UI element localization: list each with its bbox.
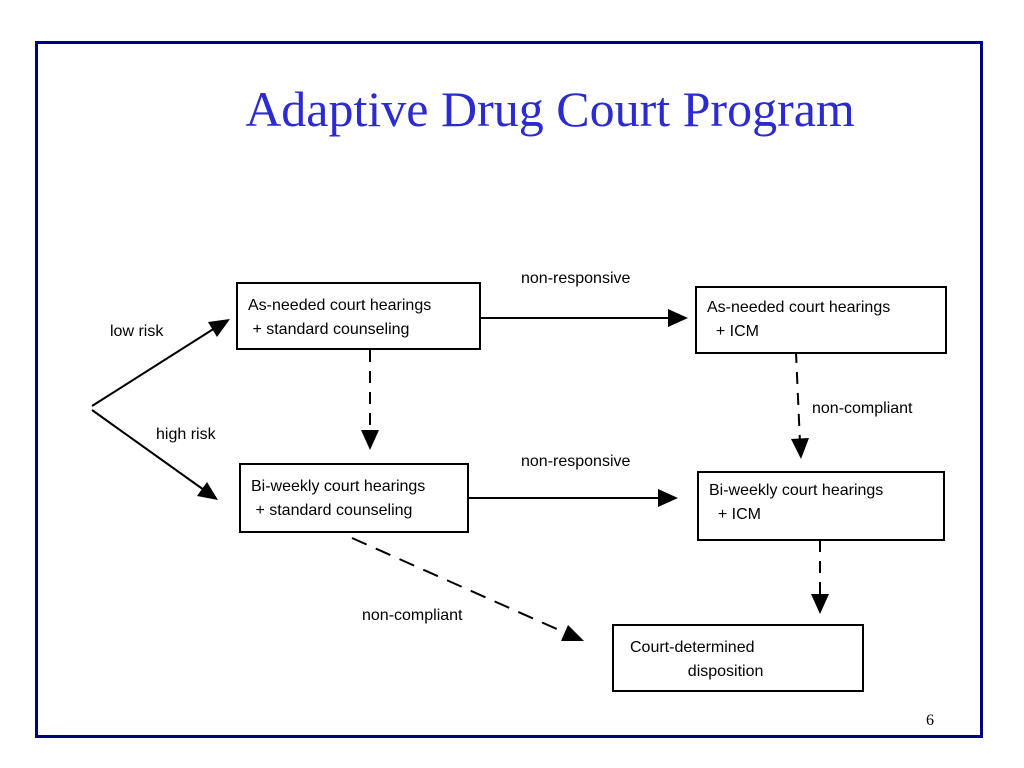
- label-noncompliant-right: non-compliant: [812, 400, 913, 417]
- arrow-dashed-noncompliant-bottom: [351, 537, 584, 641]
- arrow-dashed-escalation: [361, 350, 379, 450]
- node-asneeded-standard-counseling: As-needed court hearings + standard coun…: [236, 282, 481, 350]
- arrow-low-risk: [91, 319, 230, 407]
- label-low-risk: low risk: [110, 323, 164, 340]
- node-line: Bi-weekly court hearings: [709, 482, 884, 499]
- label-nonresponsive-top: non-responsive: [521, 270, 631, 287]
- arrow-nonresponsive-bottom: [469, 489, 678, 507]
- node-line: Court-determined: [630, 639, 755, 656]
- label-nonresponsive-bottom: non-responsive: [521, 453, 631, 470]
- node-line: + ICM: [709, 506, 762, 523]
- label-high-risk: high risk: [156, 426, 216, 443]
- slide-number: 6: [926, 712, 934, 729]
- arrow-dashed-disposition: [811, 540, 829, 614]
- node-line: Bi-weekly court hearings: [251, 478, 426, 495]
- label-noncompliant-bottom: non-compliant: [362, 607, 463, 624]
- arrow-high-risk: [91, 409, 218, 500]
- arrow-dashed-noncompliant-right: [791, 329, 809, 459]
- node-biweekly-standard-counseling: Bi-weekly court hearings + standard coun…: [239, 463, 469, 533]
- node-line: As-needed court hearings: [707, 299, 891, 316]
- node-line: + standard counseling: [248, 321, 410, 338]
- node-line: + standard counseling: [251, 502, 413, 519]
- slide-title: Adaptive Drug Court Program: [245, 81, 855, 137]
- node-court-determined-disposition: Court-determined disposition: [612, 624, 864, 692]
- node-asneeded-icm: As-needed court hearings + ICM: [695, 286, 947, 354]
- node-line: As-needed court hearings: [248, 297, 432, 314]
- node-line: disposition: [630, 663, 764, 680]
- node-biweekly-icm: Bi-weekly court hearings + ICM: [697, 471, 945, 541]
- arrow-nonresponsive-top: [481, 309, 688, 327]
- slide-frame: [35, 41, 983, 738]
- node-line: + ICM: [707, 323, 760, 340]
